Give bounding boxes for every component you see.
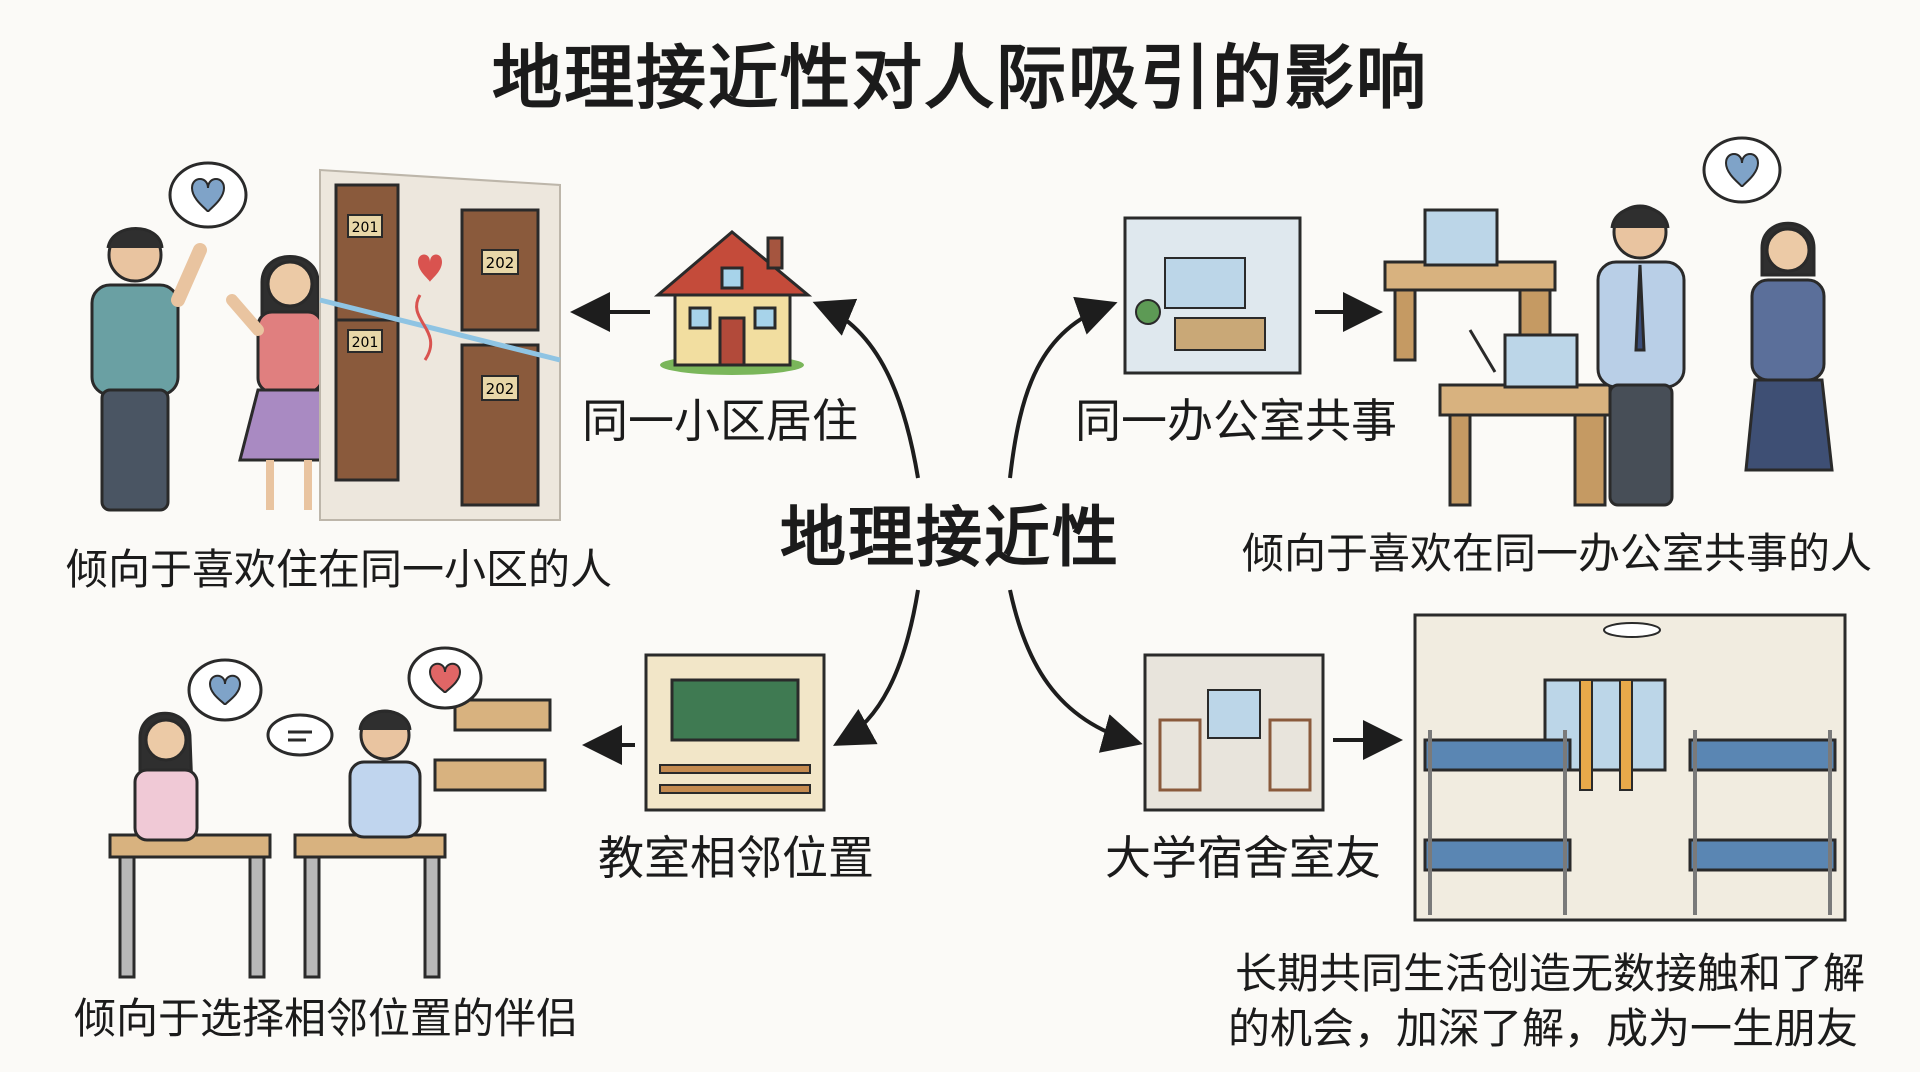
door-number-2: 202 [486, 254, 515, 272]
neighbors-illustration [90, 227, 342, 512]
squiggle-arrow [415, 294, 433, 361]
classroom-label: 教室相邻位置 [598, 831, 874, 885]
central-concept-label: 地理接近性 [780, 499, 1120, 576]
dorm-icon [1143, 653, 1325, 812]
man-pants [100, 388, 170, 512]
apartment-doors-illustration: 201 202 201 202 [319, 168, 561, 521]
students-illustration [108, 698, 552, 979]
speech-bubbles-classroom [187, 646, 483, 757]
woman-blouse [256, 310, 324, 394]
hallway-line [319, 297, 561, 363]
classroom-icon [644, 653, 826, 812]
office-label: 同一办公室共事 [1075, 394, 1397, 448]
neighborhood-label: 同一小区居住 [582, 394, 858, 448]
arrow-to-office [1008, 296, 1118, 479]
dorm-room-illustration [1413, 613, 1847, 922]
page-title: 地理接近性对人际吸引的影响 [492, 37, 1428, 119]
door-number-3: 201 [352, 335, 379, 351]
classroom-description: 倾向于选择相邻位置的伴侣 [74, 994, 579, 1043]
connector-arrows [570, 292, 1403, 765]
arrow-to-neighborhood [812, 298, 920, 479]
house-icon [653, 230, 813, 375]
arrow-to-dormitory [1008, 589, 1143, 753]
arrow-to-classroom [832, 589, 920, 746]
handshake-bubble-icon-office [1702, 136, 1782, 204]
dormitory-description-line2: 的机会，加深了解，成为一生朋友 [1228, 1004, 1859, 1053]
door-202-bottom [460, 343, 540, 507]
colleagues-illustration [1596, 204, 1834, 507]
office-icon [1123, 216, 1302, 375]
handshake-bubble-icon [168, 161, 248, 229]
office-desks-illustration [1383, 208, 1612, 507]
heart-icon [418, 254, 442, 282]
office-description: 倾向于喜欢在同一办公室共事的人 [1242, 529, 1873, 578]
neighborhood-description: 倾向于喜欢住在同一小区的人 [66, 545, 613, 594]
door-number-1: 201 [352, 220, 379, 236]
door-number-4: 202 [486, 380, 515, 398]
desk-link-arrow [1468, 329, 1497, 373]
dormitory-description-line1: 长期共同生活创造无数接触和了解 [1235, 949, 1866, 998]
dormitory-label: 大学宿舍室友 [1105, 831, 1381, 885]
man-shirt [90, 283, 180, 397]
